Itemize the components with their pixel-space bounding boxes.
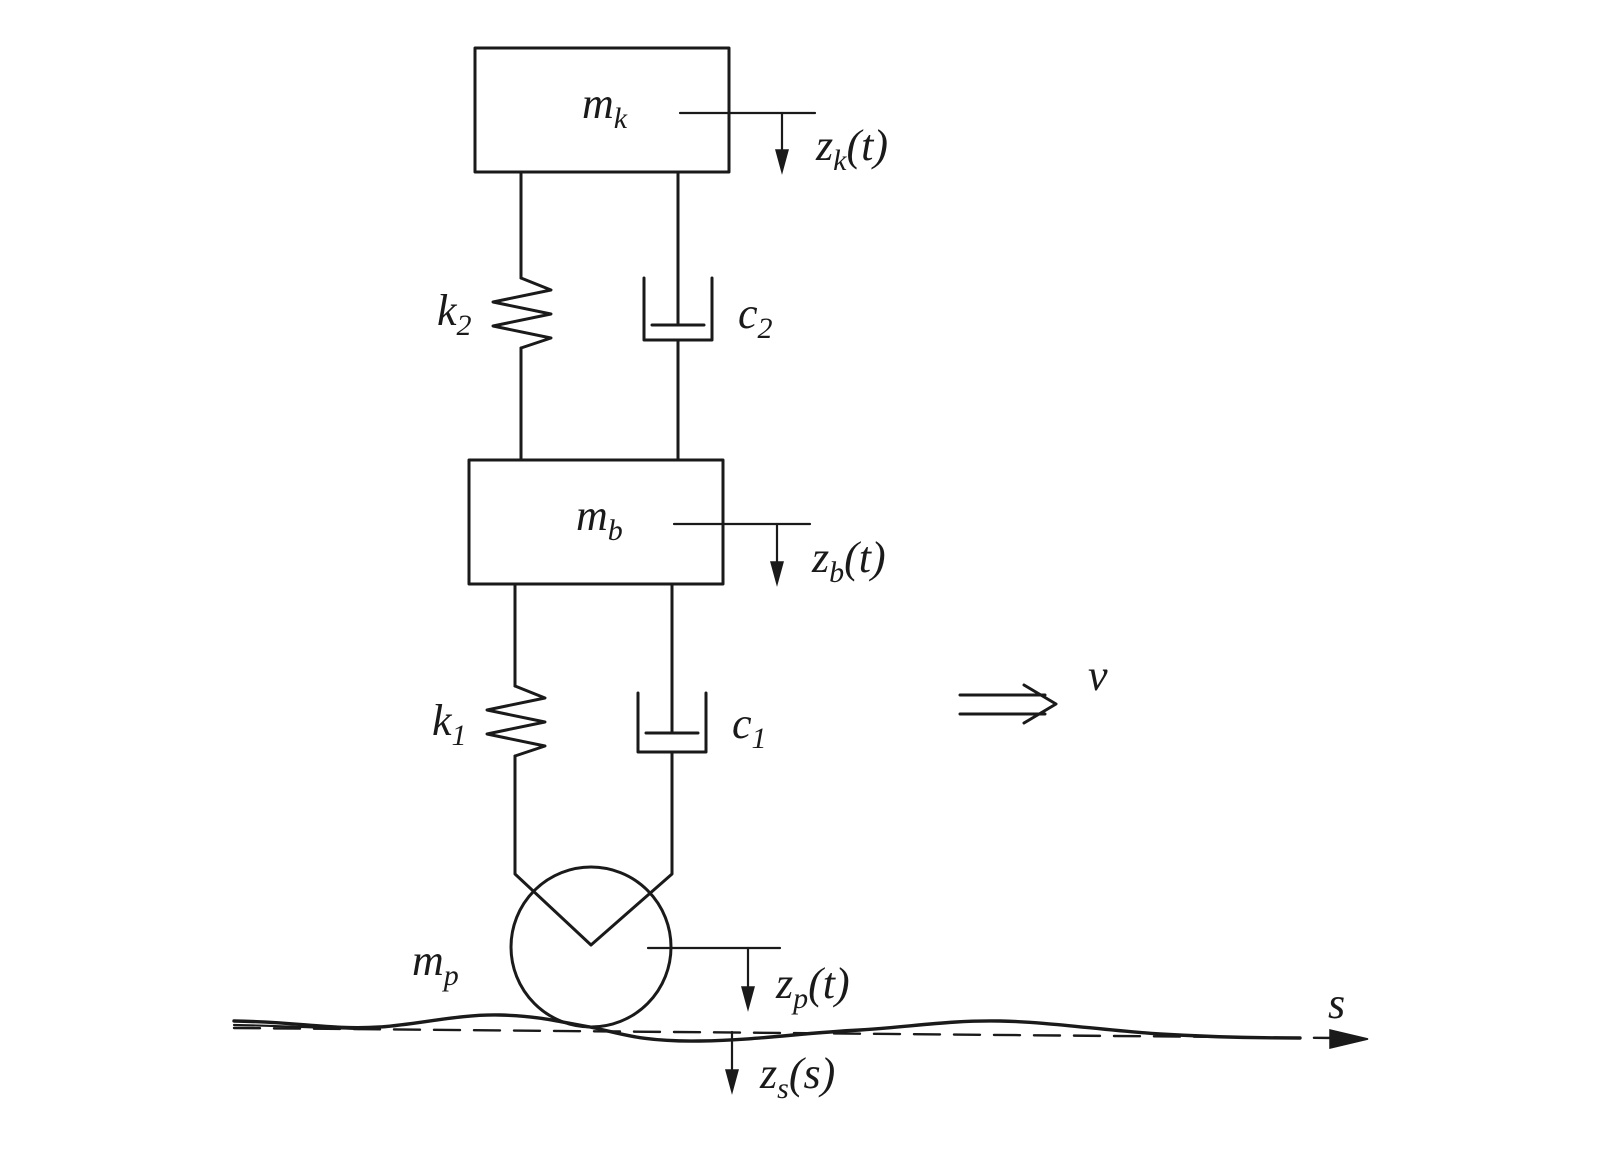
mass-body-box xyxy=(473,46,731,174)
damper-lower-label: c1 xyxy=(732,699,767,755)
damper-upper-label: c2 xyxy=(738,289,773,345)
mass-body-label: mk xyxy=(582,79,628,135)
disp-wheel-label: zp(t) xyxy=(775,959,850,1015)
mass-mid-label: mb xyxy=(576,491,623,547)
road-profile xyxy=(232,1013,1302,1043)
mass-mid-box xyxy=(467,458,725,586)
velocity-arrow-head xyxy=(1022,683,1058,725)
mass-wheel-label: mp xyxy=(412,936,459,992)
road-axis-arrowhead xyxy=(1329,1029,1369,1049)
disp-road-label: zs(s) xyxy=(759,1049,835,1105)
spring-lower-label: k1 xyxy=(432,696,467,752)
disp-wheel-arrowhead xyxy=(741,986,755,1012)
wheel-linkage xyxy=(513,860,674,947)
road-axis-label: s xyxy=(1328,979,1345,1028)
road-reference-axis xyxy=(232,1026,1337,1040)
disp-body-label: zk(t) xyxy=(815,121,888,177)
disp-body-arrowhead xyxy=(775,149,789,175)
velocity-label: v xyxy=(1088,651,1108,700)
disp-road-arrowhead xyxy=(725,1069,739,1095)
road-profile-edge xyxy=(232,1023,362,1031)
spring-upper-label: k2 xyxy=(437,286,472,342)
spring-lower-coil xyxy=(485,684,547,758)
spring-upper-coil xyxy=(491,276,553,350)
disp-mid-arrowhead xyxy=(770,561,784,587)
disp-mid-label: zb(t) xyxy=(811,533,886,589)
